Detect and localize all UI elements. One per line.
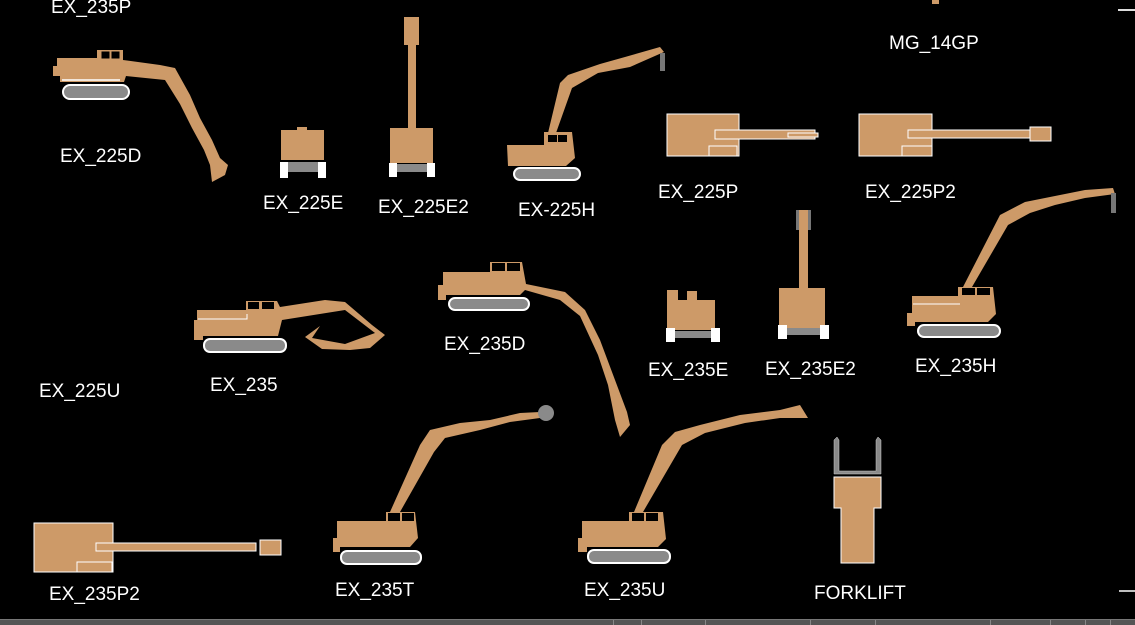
status-cell[interactable] [705,620,706,625]
ex225h-icon[interactable] [507,47,665,181]
ex235-icon[interactable] [194,300,385,353]
forklift-icon[interactable] [833,436,882,564]
block-label: EX_235P2 [49,584,140,605]
ex225d-icon[interactable] [53,50,228,182]
status-cell[interactable] [641,620,642,625]
block-label: EX_225U [39,381,121,402]
block-label: EX_235U [584,580,666,601]
block-label: EX-225H [518,200,596,221]
block-label: EX_225P [658,182,739,203]
status-cell[interactable] [613,620,614,625]
block-label: EX_235H [915,356,997,377]
status-cell[interactable] [1085,620,1086,625]
ex235e-icon[interactable] [666,290,720,342]
edge-line [1118,9,1135,11]
mg14gp-fragment [932,0,939,4]
block-label: EX_225D [60,146,142,167]
block-label: EX_235D [444,334,526,355]
block-label: FORKLIFT [814,583,906,604]
block-label: EX_235E [648,360,729,381]
block-label: EX_235T [335,580,415,601]
status-cell[interactable] [1110,620,1111,625]
ex235h-icon[interactable] [907,188,1116,338]
block-label: EX_225P2 [865,182,956,203]
status-cell[interactable] [810,620,811,625]
ex235u-icon[interactable] [578,405,808,564]
ex225e2-icon[interactable] [389,17,435,177]
block-label: MG_14GP [889,33,979,54]
ex235e2-icon[interactable] [778,210,829,339]
block-label: EX_225E [263,193,344,214]
block-label: EX_235E2 [765,359,856,380]
block-label: EX_225E2 [378,197,469,218]
ex235t-icon[interactable] [333,405,554,565]
ex225e-icon[interactable] [280,127,326,178]
ex235p2-icon[interactable] [33,522,282,573]
status-bar [0,619,1135,625]
status-cell[interactable] [875,620,876,625]
block-label: EX_235 [210,375,278,396]
ex225p2-icon[interactable] [858,113,1052,157]
block-label: EX_235P [51,0,132,18]
ex235d-icon[interactable] [438,262,630,437]
status-cell[interactable] [990,620,991,625]
ex225p-icon[interactable] [666,113,819,157]
status-cell[interactable] [1050,620,1051,625]
